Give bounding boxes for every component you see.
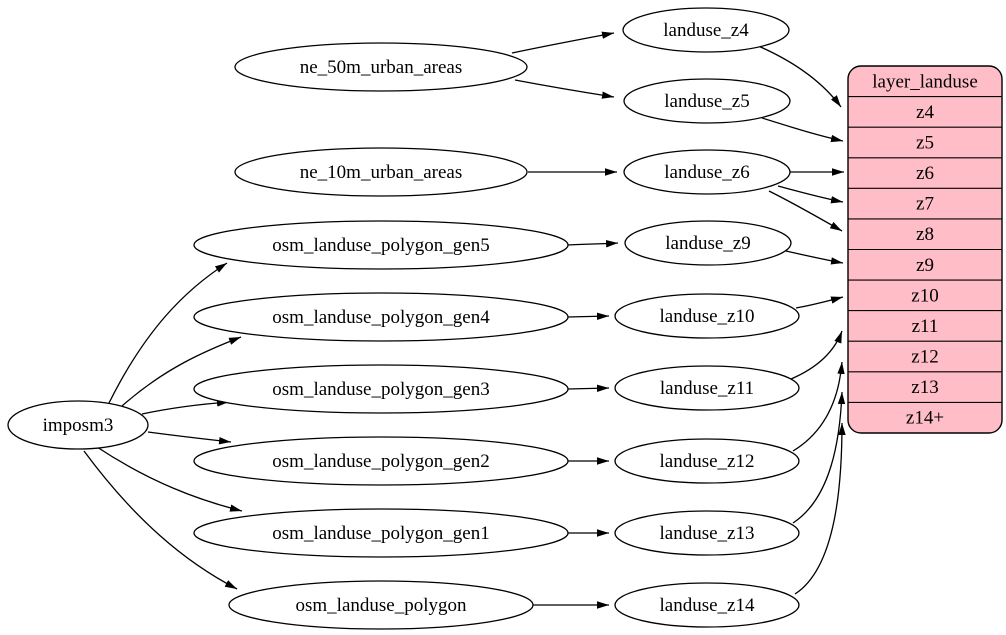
edge-landuse-z11-row-z11 xyxy=(790,330,843,380)
node-label: landuse_z12 xyxy=(660,451,755,472)
node-ellipse xyxy=(614,438,800,484)
node-ellipse xyxy=(614,510,800,556)
node-landuse-z11: landuse_z11 xyxy=(614,365,800,411)
table-row-z4: z4 xyxy=(916,102,934,123)
table-row-z11: z11 xyxy=(912,316,939,337)
node-ellipse xyxy=(193,364,569,414)
node-landuse-z10: landuse_z10 xyxy=(614,293,800,339)
edge-landuse-z9-row-z9 xyxy=(785,250,844,265)
node-ellipse xyxy=(623,149,791,195)
node-label: landuse_z11 xyxy=(660,378,754,399)
node-ellipse xyxy=(234,147,528,197)
node-ellipse xyxy=(7,400,149,450)
edge-ne50m-landuse-z4 xyxy=(511,31,615,54)
table-layer-landuse: layer_landuse z4 z5 z6 z7 z8 z9 z10 z11 … xyxy=(847,65,1003,434)
node-osm-landuse-polygon: osm_landuse_polygon xyxy=(228,580,534,630)
table-row-z8: z8 xyxy=(916,224,934,245)
node-ellipse xyxy=(193,292,569,342)
edge-imposm3-gen2 xyxy=(147,431,232,445)
node-ellipse xyxy=(193,220,569,270)
node-osm-landuse-polygon-gen5: osm_landuse_polygon_gen5 xyxy=(193,220,569,270)
edge-imposm3-gen5 xyxy=(107,262,228,406)
node-landuse-z5: landuse_z5 xyxy=(623,78,791,124)
node-ellipse xyxy=(234,42,528,92)
table-row-z7: z7 xyxy=(916,194,934,215)
node-osm-landuse-polygon-gen3: osm_landuse_polygon_gen3 xyxy=(193,364,569,414)
edge-layer xyxy=(83,31,846,609)
node-landuse-z4: landuse_z4 xyxy=(622,7,790,53)
edge-imposm3-gen4 xyxy=(121,336,242,407)
node-landuse-z6: landuse_z6 xyxy=(623,149,791,195)
node-label: osm_landuse_polygon_gen1 xyxy=(272,523,489,544)
edge-gen3-landuse-z11 xyxy=(567,384,610,392)
node-label: osm_landuse_polygon_gen3 xyxy=(272,379,489,400)
node-landuse-z12: landuse_z12 xyxy=(614,438,800,484)
edge-gen5-landuse-z9 xyxy=(567,240,619,248)
node-label: landuse_z13 xyxy=(660,523,755,544)
node-label: imposm3 xyxy=(43,415,114,436)
table-row-z10: z10 xyxy=(911,285,938,306)
node-ellipse xyxy=(623,78,791,124)
edge-imposm3-gen1 xyxy=(96,446,243,512)
node-ellipse xyxy=(622,7,790,53)
node-osm-landuse-polygon-gen1: osm_landuse_polygon_gen1 xyxy=(193,508,569,558)
node-label: osm_landuse_polygon_gen5 xyxy=(272,235,489,256)
node-osm-landuse-polygon-gen4: osm_landuse_polygon_gen4 xyxy=(193,292,569,342)
node-label: ne_50m_urban_areas xyxy=(300,57,463,78)
node-ellipse xyxy=(614,293,800,339)
edge-landuse-z13-row-z13 xyxy=(792,391,846,524)
node-ellipse xyxy=(614,365,800,411)
table-row-z13: z13 xyxy=(911,377,938,398)
node-label: landuse_z5 xyxy=(664,91,749,112)
node-label: osm_landuse_polygon_gen2 xyxy=(272,451,489,472)
table-row-z12: z12 xyxy=(911,347,938,368)
node-ne-10m-urban-areas: ne_10m_urban_areas xyxy=(234,147,528,197)
edge-landuse-z6-row-z7 xyxy=(777,185,844,204)
node-ne-50m-urban-areas: ne_50m_urban_areas xyxy=(234,42,528,92)
edge-imposm3-polygon xyxy=(83,450,238,590)
node-ellipse xyxy=(193,508,569,558)
node-ellipse xyxy=(614,582,800,628)
node-landuse-z9: landuse_z9 xyxy=(624,220,792,266)
edge-landuse-z14-row-z14plus xyxy=(794,422,846,595)
node-label: osm_landuse_polygon xyxy=(296,595,467,616)
edge-ne50m-landuse-z5 xyxy=(514,79,615,99)
node-label: landuse_z4 xyxy=(663,20,749,41)
edge-landuse-z10-row-z10 xyxy=(795,296,844,309)
table-row-z6: z6 xyxy=(916,163,934,184)
node-label: landuse_z10 xyxy=(660,306,755,327)
node-landuse-z14: landuse_z14 xyxy=(614,582,800,628)
edge-imposm3-gen3 xyxy=(141,399,230,415)
node-ellipse xyxy=(624,220,792,266)
node-landuse-z13: landuse_z13 xyxy=(614,510,800,556)
node-imposm3: imposm3 xyxy=(7,400,149,450)
node-label: landuse_z14 xyxy=(660,595,755,616)
table-row-z9: z9 xyxy=(916,255,934,276)
table-row-z14plus: z14+ xyxy=(906,408,944,429)
edge-landuse-z4-row-z4 xyxy=(755,44,842,108)
table-title: layer_landuse xyxy=(872,72,978,93)
edge-landuse-z5-row-z5 xyxy=(761,117,844,143)
node-ellipse xyxy=(228,580,534,630)
node-label: osm_landuse_polygon_gen4 xyxy=(272,307,490,328)
node-label: landuse_z9 xyxy=(665,233,750,254)
node-ellipse xyxy=(193,436,569,486)
edge-gen4-landuse-z10 xyxy=(567,312,610,320)
edge-landuse-z6-row-z8 xyxy=(768,190,843,232)
edge-landuse-z12-row-z12 xyxy=(792,361,845,452)
table-row-z5: z5 xyxy=(916,133,934,154)
node-label: ne_10m_urban_areas xyxy=(300,162,463,183)
node-label: landuse_z6 xyxy=(664,162,749,183)
node-osm-landuse-polygon-gen2: osm_landuse_polygon_gen2 xyxy=(193,436,569,486)
